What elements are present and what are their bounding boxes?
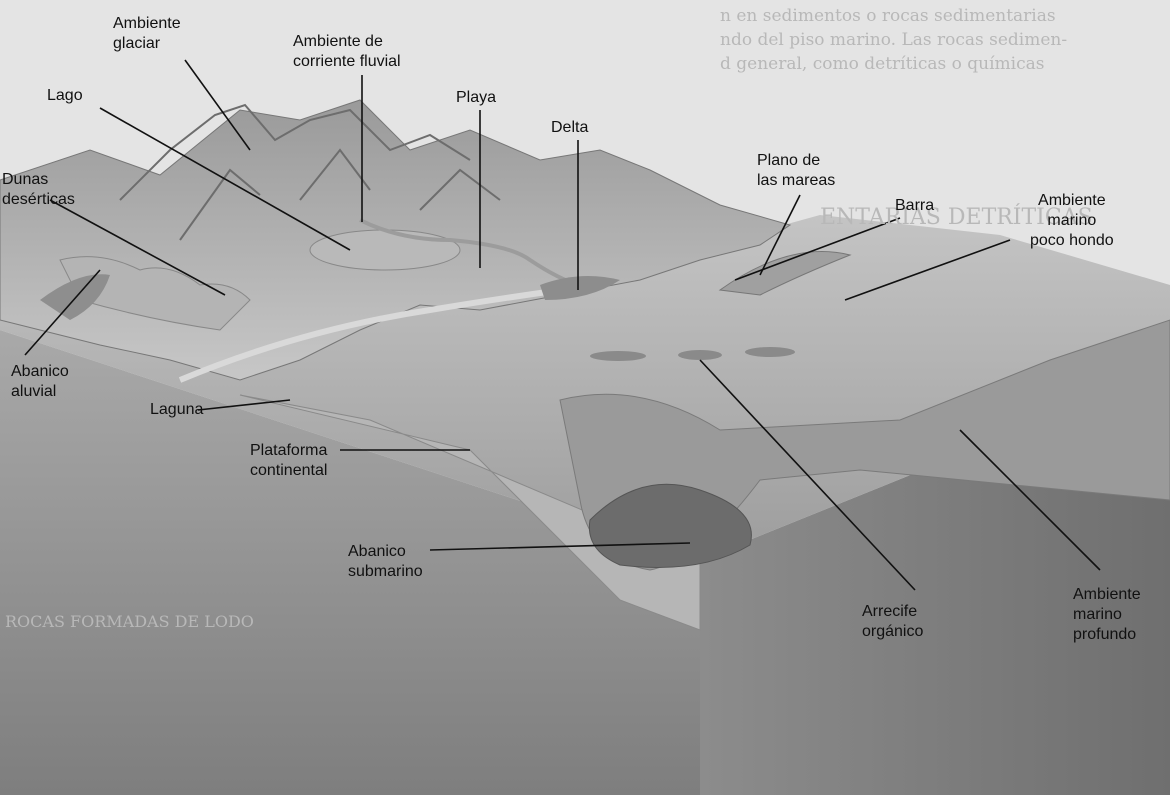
background-text-1: n en sedimentos o rocas sedimentarias: [720, 6, 1056, 26]
label-laguna: Laguna: [150, 400, 203, 420]
label-plataforma-continental: Plataforma continental: [250, 441, 327, 481]
label-arrecife-organico: Arrecife orgánico: [862, 602, 923, 642]
label-marino-profundo: Ambiente marino profundo: [1073, 585, 1141, 645]
label-abanico-submarino: Abanico submarino: [348, 542, 423, 582]
label-plano-mareas: Plano de las mareas: [757, 151, 835, 191]
label-barra: Barra: [895, 196, 934, 216]
label-abanico-aluvial: Abanico aluvial: [11, 362, 69, 402]
reef-3: [745, 347, 795, 357]
background-text-3: d general, como detríticas o químicas: [720, 54, 1045, 74]
label-lago: Lago: [47, 86, 83, 106]
label-playa: Playa: [456, 88, 496, 108]
reef-1: [590, 351, 646, 361]
label-corriente-fluvial: Ambiente de corriente fluvial: [293, 32, 401, 72]
background-text-5: ROCAS FORMADAS DE LODO: [5, 612, 254, 631]
reef-2: [678, 350, 722, 360]
label-delta: Delta: [551, 118, 588, 138]
label-ambiente-glaciar: Ambiente glaciar: [113, 14, 181, 54]
label-dunas-deserticas: Dunas desérticas: [2, 170, 75, 210]
label-marino-poco-hondo: Ambiente marino poco hondo: [1030, 191, 1114, 251]
background-text-2: ndo del piso marino. Las rocas sedimen-: [720, 30, 1067, 50]
lake: [310, 230, 460, 270]
